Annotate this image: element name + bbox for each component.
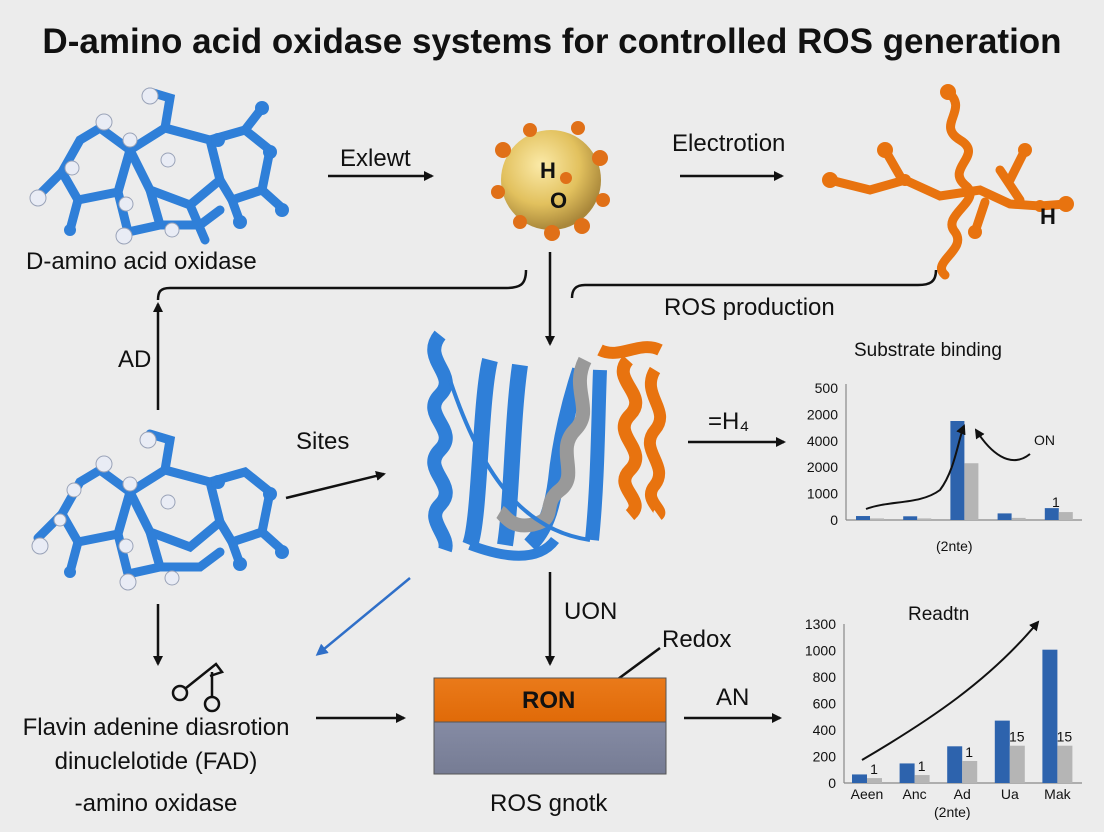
blue-arrow (315, 577, 411, 656)
chart2-category-label: Anc (903, 786, 927, 802)
chain-label-h: H (1040, 204, 1056, 229)
label-h4: =H₄ (708, 408, 750, 435)
chart1-bar-series1 (903, 516, 918, 520)
label-ad: AD (118, 346, 152, 373)
chart1-bar-series1 (1044, 508, 1059, 520)
chart1-bar-series2 (1058, 512, 1073, 520)
label-redox: Redox (662, 626, 732, 653)
label-ros-production: ROS production (664, 294, 835, 321)
chart1-bar-series2 (917, 518, 932, 520)
chart2-bar-series2 (867, 778, 882, 783)
chart2-bar-series2 (914, 775, 930, 783)
label-ros-gnotk: ROS gnotk (490, 790, 608, 817)
daao-molecule-bottom-nodes (64, 475, 289, 578)
chart1-bar-series1 (950, 421, 965, 520)
chart2-bar-series2 (962, 760, 978, 783)
chart2-data-label: 1 (870, 761, 878, 777)
chart2-category-label: Aeen (851, 786, 884, 802)
chart1-bar-series2 (1011, 517, 1026, 520)
daao-molecule-top-atoms (29, 87, 180, 245)
chart1-bar-series2 (870, 518, 884, 520)
chart2-category-label: Ad (954, 786, 971, 802)
chart1-title: Substrate binding (854, 340, 1002, 361)
chart1-annotation-arrow (974, 428, 1031, 461)
chart2-bar-series1 (1042, 649, 1058, 783)
chart2-ytick: 1000 (805, 643, 836, 659)
label-exlewt: Exlewt (340, 145, 411, 172)
chart1-ytick: 4000 (807, 433, 838, 449)
chart2-data-label: 1 (965, 744, 973, 760)
chart1-ytick: 500 (815, 380, 839, 396)
sphere-label-o: O (550, 188, 568, 213)
chart1-bar-series2 (964, 463, 979, 520)
base-layer (433, 721, 667, 775)
orange-peptide-chain (825, 87, 1071, 280)
daao-molecule-bottom (33, 429, 287, 580)
chart2-ytick: 0 (828, 775, 836, 791)
chart2-bar-series1 (994, 720, 1010, 783)
chart2-title: Readtn (908, 604, 970, 625)
ron-layer (433, 677, 667, 723)
chart2-bar-series1 (947, 746, 963, 783)
chart2-data-label: 1 (918, 758, 926, 774)
label-an: AN (716, 684, 750, 711)
chart2-category-label: Ua (1001, 786, 1019, 802)
chart1-ytick: 1000 (807, 486, 838, 502)
chart1-ytick: 0 (830, 512, 838, 528)
label-electrotion: Electrotion (672, 130, 786, 157)
label-fad-line1: Flavin adenine diasrotion (22, 714, 290, 741)
chart1-ytick: 2000 (807, 459, 838, 475)
oxygen-sphere (491, 121, 610, 241)
daao-molecule-top-nodes (64, 101, 289, 236)
substrate-binding-chart: 500 2000 4000 2000 1000 0 (807, 380, 1082, 528)
chart2-bar-series1 (899, 763, 915, 783)
label-fad-line2: dinuclelotide (FAD) (54, 748, 258, 775)
chart2-xlabel: (2nte) (934, 804, 971, 820)
chart2-ytick: 200 (813, 749, 837, 765)
arrows (153, 171, 938, 723)
label-daao-top: D-amino acid oxidase (26, 248, 257, 275)
chart2-category-label: Mak (1044, 786, 1071, 802)
sphere-label-h: H (540, 158, 556, 183)
label-ron: RON (522, 687, 576, 714)
chart1-ytick: 2000 (807, 406, 838, 422)
page-title: D-amino acid oxidase systems for control… (42, 22, 1062, 61)
chart1-xlabel: (2nte) (936, 538, 973, 554)
chart1-bar-series1 (997, 513, 1012, 520)
chart2-data-label: 15 (1057, 729, 1073, 745)
chart1-bar-series1 (856, 516, 870, 520)
label-uon: UON (564, 598, 618, 625)
orange-chain-nodes (822, 84, 1074, 239)
chart2-trend-arrow (861, 620, 1040, 761)
chart2-data-label: 15 (1009, 729, 1025, 745)
chart2-bar-series2 (1057, 745, 1073, 783)
chart2-ytick: 400 (813, 722, 837, 738)
chart2-ytick: 600 (813, 696, 837, 712)
chart2-ytick: 1300 (805, 616, 836, 632)
chart2-bar-series2 (1009, 745, 1025, 783)
fad-glyph (171, 662, 225, 713)
chart2-ytick: 800 (813, 669, 837, 685)
label-sites: Sites (296, 428, 350, 455)
daao-molecule-bottom-atoms (31, 431, 180, 591)
chart1-annotation-1: 1 (1052, 494, 1060, 510)
protein-ribbon (427, 330, 667, 561)
chart2-bar-series1 (852, 774, 867, 783)
chart1-annotation-on: ON (1034, 432, 1055, 448)
chart1-trend-arrow (865, 424, 966, 510)
label-fad-line3: -amino oxidase (74, 790, 238, 817)
